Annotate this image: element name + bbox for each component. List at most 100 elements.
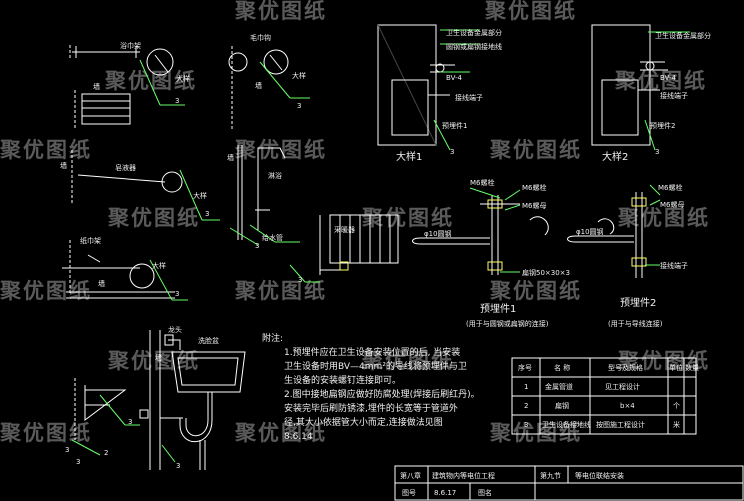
embed1-m6: M6螺母 bbox=[522, 201, 547, 210]
table-header: 单位 bbox=[669, 363, 683, 372]
number-label: 3 bbox=[450, 148, 454, 156]
embed2-d10: φ10圆钢 bbox=[576, 227, 604, 236]
pipe-label: 给水管 bbox=[262, 233, 283, 242]
embed2-figure bbox=[567, 184, 661, 278]
wall-label: 墙 bbox=[93, 82, 100, 91]
notes-line: 2.图中接地扁钢应做好防腐处理(焊接后刷红丹)。 bbox=[284, 388, 480, 400]
table-cell: 3 bbox=[524, 421, 528, 429]
number-label: 3 bbox=[298, 276, 302, 284]
number-label: 3 bbox=[176, 462, 180, 470]
detail2-callout: BV-4 bbox=[660, 74, 676, 82]
detail2-callout: 接线端子 bbox=[660, 91, 688, 100]
table-header: 名 称 bbox=[554, 363, 570, 372]
watermark: 聚优图纸 bbox=[361, 206, 454, 230]
table-cell: 见工程设计 bbox=[605, 382, 640, 391]
big-label: 大样 bbox=[193, 191, 207, 200]
watermark: 聚优图纸 bbox=[0, 421, 92, 445]
title-block bbox=[394, 465, 744, 501]
number-label: 3 bbox=[76, 458, 80, 466]
detail1-title: 大样1 bbox=[396, 150, 422, 163]
number-label: 3 bbox=[655, 148, 659, 156]
detail1-callout: BV-4 bbox=[446, 74, 462, 82]
embed1-m6: M6螺栓 bbox=[522, 183, 547, 192]
wall-label: 墙 bbox=[155, 353, 162, 362]
watermark: 聚优图纸 bbox=[484, 0, 577, 23]
table-cell: 扁钢 bbox=[555, 401, 569, 410]
holder-label: 纸巾架 bbox=[80, 236, 101, 245]
hook-label: 毛巾钩 bbox=[250, 33, 271, 42]
embed2-caption: 预埋件2 bbox=[620, 297, 656, 309]
watermark: 聚优图纸 bbox=[361, 349, 454, 373]
embed1-steel: 扁钢50×30×3 bbox=[522, 268, 570, 277]
title-fig-label: 图号 bbox=[402, 489, 416, 497]
number-label: 3 bbox=[65, 446, 69, 454]
detail2-title: 大样2 bbox=[602, 150, 628, 163]
notes-header: 附注: bbox=[262, 332, 283, 344]
watermark: 聚优图纸 bbox=[0, 138, 92, 162]
watermarks: 聚优图纸 聚优图纸 聚优图纸 聚优图纸 聚优图纸 聚优图纸 聚优图纸 聚优图纸 … bbox=[0, 0, 710, 445]
watermark: 聚优图纸 bbox=[107, 206, 200, 230]
embed1-caption: (用于与圆钢或扁钢的连接) bbox=[466, 319, 549, 328]
wall-label: 墙 bbox=[227, 153, 234, 162]
watermark: 聚优图纸 bbox=[617, 206, 710, 230]
watermark: 聚优图纸 bbox=[234, 279, 327, 303]
title-chapter: 第八章 bbox=[400, 471, 421, 480]
number-label: 3 bbox=[205, 210, 209, 218]
table-cell: 1 bbox=[524, 383, 528, 391]
number-label: 3 bbox=[175, 290, 179, 298]
material-table bbox=[511, 357, 697, 435]
table-cell: 米 bbox=[673, 420, 680, 429]
radiator-label: 采暖器 bbox=[334, 225, 355, 234]
soap-figure bbox=[71, 150, 220, 221]
detail1-callout: 接线端子 bbox=[455, 93, 483, 102]
detail1-figure bbox=[377, 24, 480, 151]
watermark: 聚优图纸 bbox=[234, 0, 327, 23]
big-label: 大样 bbox=[176, 74, 190, 83]
detail2-callout: 预埋件2 bbox=[650, 121, 675, 130]
table-cell: 2 bbox=[524, 402, 528, 410]
towel-rack-figure bbox=[69, 45, 185, 128]
watermark: 聚优图纸 bbox=[489, 138, 582, 162]
shower-figure bbox=[229, 145, 300, 246]
watermark: 聚优图纸 bbox=[617, 349, 710, 373]
sink-label: 洗脸盆 bbox=[198, 336, 219, 345]
number-label: 3 bbox=[255, 242, 259, 250]
title-page-label: 图名 bbox=[478, 488, 492, 497]
notes-line: 径,其大小依据管大小而定,连接做法见图 bbox=[284, 416, 443, 428]
notes-line: 卫生设备时用BV—4mm²的导线将预埋件与卫 bbox=[284, 360, 467, 372]
shower-label: 淋浴 bbox=[268, 171, 282, 180]
embed1-figure bbox=[412, 187, 549, 275]
detail1-callout: 预埋件1 bbox=[442, 121, 467, 130]
embed2-m6: M6螺栓 bbox=[658, 183, 683, 192]
embed1-m6: M6螺栓 bbox=[470, 178, 495, 187]
table-header: 序号 bbox=[518, 363, 532, 372]
big-label: 大样 bbox=[152, 261, 166, 270]
watermark: 聚优图纸 bbox=[614, 69, 707, 93]
wall-label: 墙 bbox=[98, 279, 105, 288]
detail1-callout: 卫生设备金属部分 bbox=[446, 28, 502, 37]
title-chapter-name: 建筑物内等电位工程 bbox=[432, 471, 495, 480]
table-cell: 金属管道 bbox=[545, 382, 573, 391]
embed2-caption: (用于与导线连接) bbox=[608, 319, 663, 328]
number-label: 3 bbox=[175, 97, 179, 105]
watermark: 聚优图纸 bbox=[234, 421, 327, 445]
detail1-callout: 圆钢或扁钢接地线 bbox=[446, 42, 502, 51]
embed2-m6: M6螺母 bbox=[660, 200, 685, 209]
notes-line: 生设备的安装螺钉连接即可。 bbox=[284, 374, 401, 386]
embed1-caption: 预埋件1 bbox=[480, 303, 516, 315]
notes-block: 附注: 1.预埋件应在卫生设备安装位置的后, 当安装 卫生设备时用BV—4mm²… bbox=[262, 332, 480, 442]
title-section: 第九节 bbox=[540, 471, 561, 480]
detail2-figure bbox=[591, 24, 690, 151]
number-label: 2 bbox=[104, 449, 108, 457]
table-cell: 按图施工程设计 bbox=[596, 420, 645, 429]
detail2-callout: 卫生设备金属部分 bbox=[655, 31, 711, 40]
table-cell: 个 bbox=[673, 402, 680, 410]
watermark: 聚优图纸 bbox=[234, 138, 327, 162]
number-label: 3 bbox=[297, 102, 301, 110]
title-section-name: 等电位联结安装 bbox=[575, 471, 624, 480]
watermark: 聚优图纸 bbox=[489, 421, 582, 445]
watermark: 聚优图纸 bbox=[0, 279, 92, 303]
watermark: 聚优图纸 bbox=[107, 349, 200, 373]
embed2-terminal: 接线端子 bbox=[660, 261, 688, 270]
big-label: 大样 bbox=[292, 71, 306, 80]
